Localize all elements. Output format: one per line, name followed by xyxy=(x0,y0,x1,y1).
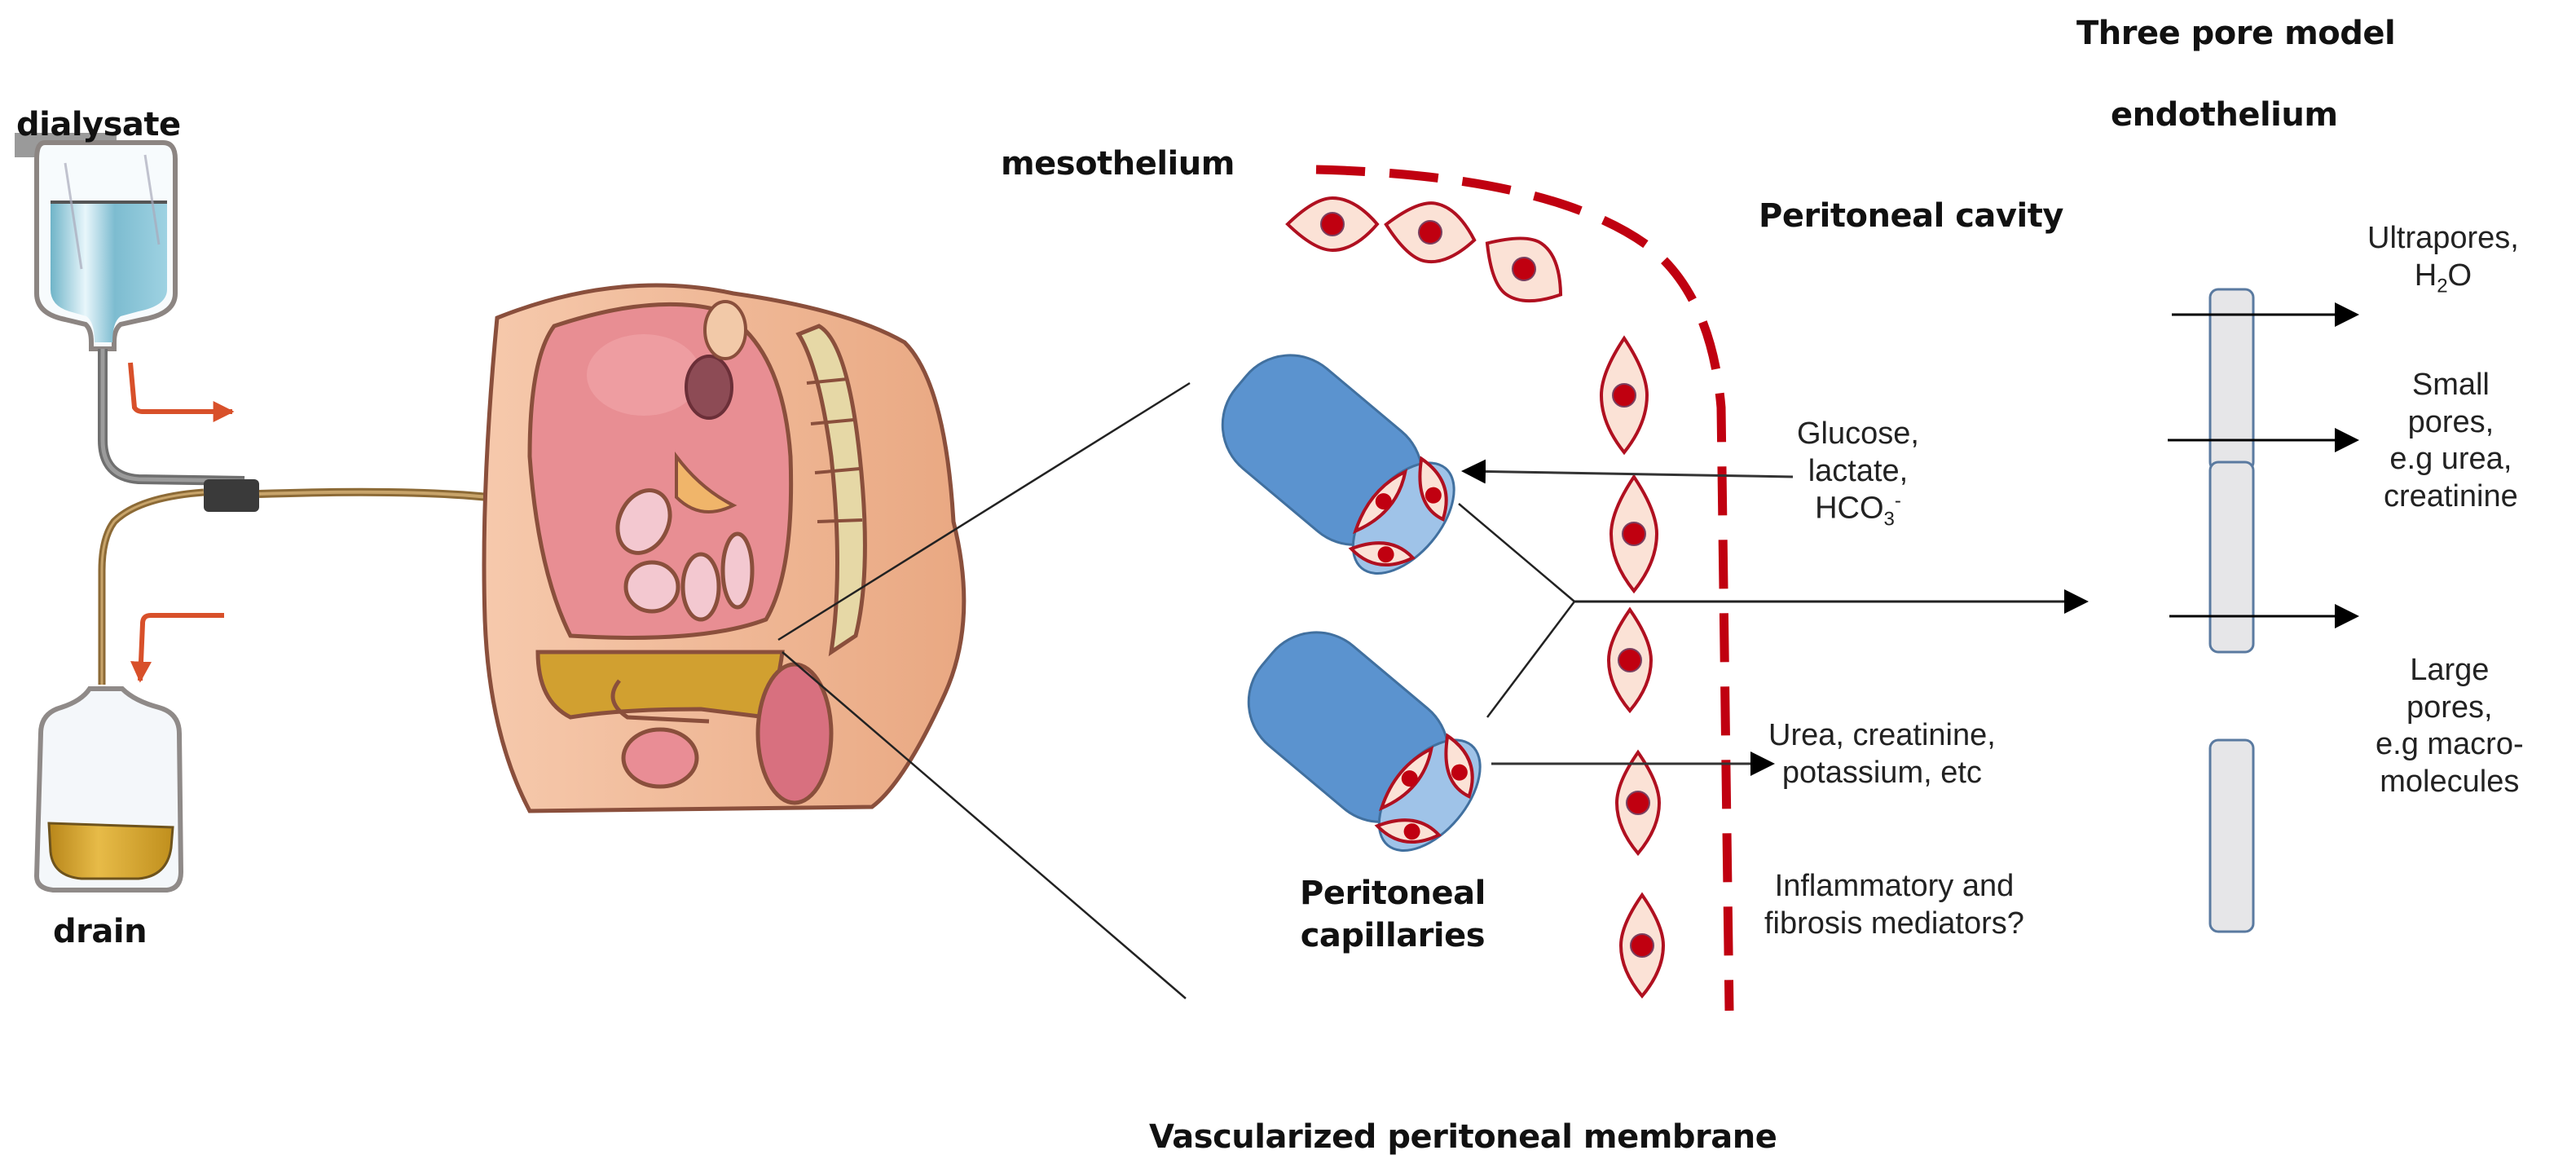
outflow-tube xyxy=(98,488,205,685)
endothelium-label: endothelium xyxy=(2111,96,2338,134)
large-pores-line3: e.g macro- xyxy=(2376,727,2524,762)
mesothelial-cell-nucleus xyxy=(1418,220,1442,245)
peritoneal-capillary-top xyxy=(1221,354,1455,575)
endothelium-pore-bars xyxy=(2208,288,2255,933)
inflow-direction-arrow xyxy=(128,362,235,422)
mesothelial-cell xyxy=(1599,335,1649,456)
small-pores-label: Small pores, e.g urea, creatinine xyxy=(2384,367,2518,515)
mesothelial-cells xyxy=(1285,196,1666,999)
outflow-solutes-label: Urea, creatinine, potassium, etc xyxy=(1768,717,1996,791)
large-pores-line1: Large xyxy=(2410,653,2490,687)
small-pores-line4: creatinine xyxy=(2384,478,2518,513)
spine-illustration xyxy=(795,324,867,657)
peritoneal-capillaries-label-line2: capillaries xyxy=(1300,917,1486,954)
outflow-solutes-line1: Urea, creatinine, xyxy=(1768,718,1996,752)
drain-bag xyxy=(33,686,184,893)
tube-connector xyxy=(204,479,259,512)
inflow-solutes-label: Glucose, lactate, HCO3- xyxy=(1797,416,1919,531)
mesothelial-cell-nucleus xyxy=(1618,648,1642,672)
water-o: O xyxy=(2447,258,2473,293)
dialysate-bag xyxy=(15,133,178,351)
mesothelial-cell xyxy=(1285,196,1380,253)
mesothelial-cell-nucleus xyxy=(1622,522,1646,546)
small-pores-line1: Small xyxy=(2411,368,2490,402)
endothelium-bar-bottom xyxy=(2208,738,2255,933)
dialysate-fluid xyxy=(51,202,167,342)
large-pores-line4: molecules xyxy=(2380,764,2520,799)
small-pores-line2: pores, xyxy=(2407,404,2495,439)
mesothelial-cell xyxy=(1384,201,1477,264)
mesothelial-cell xyxy=(1606,606,1653,714)
mesothelial-cell-nucleus xyxy=(1626,791,1650,815)
ultrapores-line1: Ultrapores, xyxy=(2367,221,2519,255)
inflow-solute-glucose: Glucose, xyxy=(1797,417,1919,451)
mesothelial-cell xyxy=(1614,749,1662,857)
bicarbonate-subscript: 3 xyxy=(1883,508,1895,531)
large-pores-label: Large pores, e.g macro- molecules xyxy=(2376,652,2524,800)
large-pores-line2: pores, xyxy=(2406,690,2493,725)
capillary-pointer-lines xyxy=(1458,503,1576,718)
bicarbonate-superscript: - xyxy=(1894,490,1901,513)
dialysate-label: dialysate xyxy=(16,106,181,143)
water-h: H xyxy=(2414,258,2437,293)
drain-fluid xyxy=(47,822,174,880)
peritoneal-capillary-bottom xyxy=(1247,631,1482,852)
inflow-solute-lactate: lactate, xyxy=(1808,453,1909,488)
mesothelial-cell-nucleus xyxy=(1512,257,1536,281)
peritoneal-capillaries-label-line1: Peritoneal xyxy=(1300,875,1486,912)
drain-label: drain xyxy=(53,913,148,950)
inflow-solute-bicarbonate: HCO3- xyxy=(1797,490,1919,531)
mesothelial-cell xyxy=(1618,892,1666,999)
organ-illustration xyxy=(685,355,733,420)
pooled-dialysate-illustration xyxy=(535,650,785,720)
mediators-line1: Inflammatory and xyxy=(1774,869,2015,903)
endothelial-cells xyxy=(1374,733,1474,844)
mesothelial-cell-nucleus xyxy=(1630,933,1654,958)
ultrapores-line2: H2O xyxy=(2367,258,2519,298)
ultrapores-label: Ultrapores, H2O xyxy=(2367,220,2519,298)
abdomen-cross-section-illustration xyxy=(482,283,967,813)
peritoneal-capillaries-label: Peritoneal capillaries xyxy=(1300,872,1486,957)
zoom-callout-line-bottom xyxy=(782,651,1187,999)
peritoneal-cavity-label: Peritoneal cavity xyxy=(1759,197,2063,235)
zoom-callout-line-top xyxy=(777,381,1191,641)
vascularized-membrane-caption: Vascularized peritoneal membrane xyxy=(1149,1118,1777,1156)
small-pores-line3: e.g urea, xyxy=(2389,442,2512,477)
bicarbonate-main: HCO xyxy=(1815,491,1884,526)
outflow-solutes-line2: potassium, etc xyxy=(1781,755,1982,790)
mesothelium-label: mesothelium xyxy=(1001,145,1235,183)
mesothelial-cell xyxy=(1609,474,1659,594)
endothelial-cells xyxy=(1348,456,1448,566)
mesothelium-boundary xyxy=(1315,165,1734,1012)
endothelium-bar-middle xyxy=(2208,461,2255,654)
mesothelial-cell xyxy=(1485,236,1563,303)
mediators-line2: fibrosis mediators? xyxy=(1764,906,2024,941)
mesothelial-cell-nucleus xyxy=(1612,383,1636,408)
outflow-direction-arrow xyxy=(130,613,224,683)
endothelium-bar-top xyxy=(2208,288,2255,472)
three-pore-model-title: Three pore model xyxy=(2076,15,2396,52)
mediators-label: Inflammatory and fibrosis mediators? xyxy=(1764,868,2024,942)
mesothelial-cell-nucleus xyxy=(1320,212,1345,236)
solute-inflow-arrow xyxy=(1461,459,1794,484)
water-subscript: 2 xyxy=(2437,275,2448,298)
inflow-tube xyxy=(98,349,245,486)
